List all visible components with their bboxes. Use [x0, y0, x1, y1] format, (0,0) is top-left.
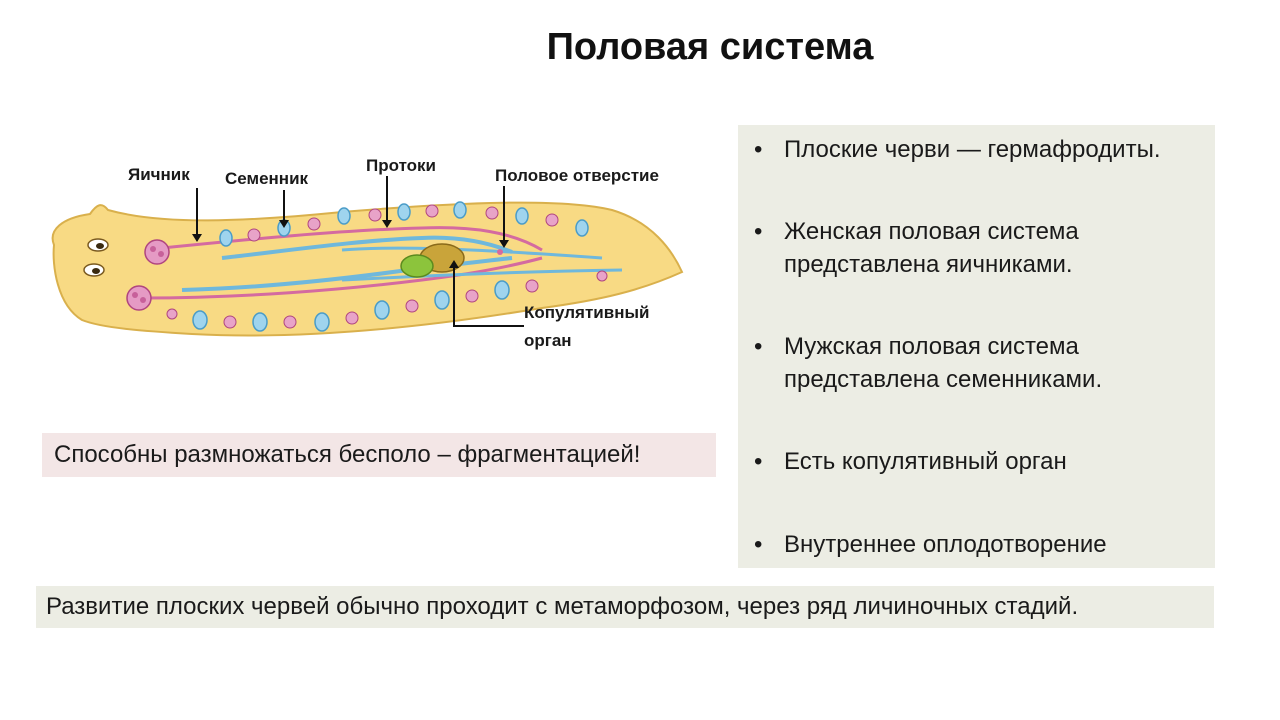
- copulatory-organ: [400, 254, 434, 278]
- asexual-reproduction-note: Способны размножаться бесполо – фрагмент…: [42, 433, 716, 477]
- label-genital-opening: Половое отверстие: [495, 166, 659, 185]
- flatworm-diagram: Яичник Семенник Протоки Половое отверсти…: [42, 140, 722, 380]
- label-ovary: Яичник: [128, 165, 190, 184]
- ovary-upper: [144, 239, 170, 265]
- worm-body: [51, 201, 684, 337]
- yolk-glands: [166, 204, 608, 329]
- bullet-dot: •: [754, 136, 763, 163]
- label-testis: Семенник: [225, 169, 309, 188]
- bullet-item: • Есть копулятивный орган: [748, 445, 1203, 478]
- development-note: Развитие плоских червей обычно проходит …: [36, 586, 1214, 628]
- bullet-dot: •: [754, 448, 763, 475]
- bullet-item: • Мужская половая система представлена с…: [748, 330, 1203, 396]
- bullet-item: • Внутреннее оплодотворение: [748, 528, 1203, 561]
- label-copulatory-organ-2: орган: [524, 331, 572, 350]
- testes-lower-row: [192, 280, 510, 332]
- bullet-item: • Женская половая система представлена я…: [748, 215, 1203, 281]
- flatworm-illustration: Яичник Семенник Протоки Половое отверсти…: [51, 156, 684, 350]
- lower-oviduct: [141, 256, 543, 300]
- facts-panel: • Плоские черви — гермафродиты. • Женска…: [738, 125, 1215, 568]
- bullet-text: Плоские черви — гермафродиты.: [784, 136, 1161, 163]
- upper-sperm-duct: [221, 235, 513, 260]
- bullet-text: Внутреннее оплодотворение: [784, 531, 1107, 558]
- label-copulatory-organ: Копулятивный: [524, 303, 649, 322]
- lower-sperm-duct: [181, 256, 513, 292]
- bullet-dot: •: [754, 218, 763, 245]
- page-title: Половая система: [546, 26, 874, 68]
- bullet-text: Женская половая система представлена яич…: [784, 218, 1079, 278]
- bullet-text: Есть копулятивный орган: [784, 448, 1067, 475]
- bullet-item: • Плоские черви — гермафродиты.: [748, 133, 1203, 166]
- genital-opening: [497, 249, 503, 255]
- bullet-text: Мужская половая система представлена сем…: [784, 333, 1103, 393]
- label-ducts: Протоки: [366, 156, 436, 175]
- ovary-lower: [126, 285, 152, 311]
- bullet-dot: •: [754, 333, 763, 360]
- bullet-dot: •: [754, 531, 763, 558]
- testes-upper-row: [219, 201, 589, 247]
